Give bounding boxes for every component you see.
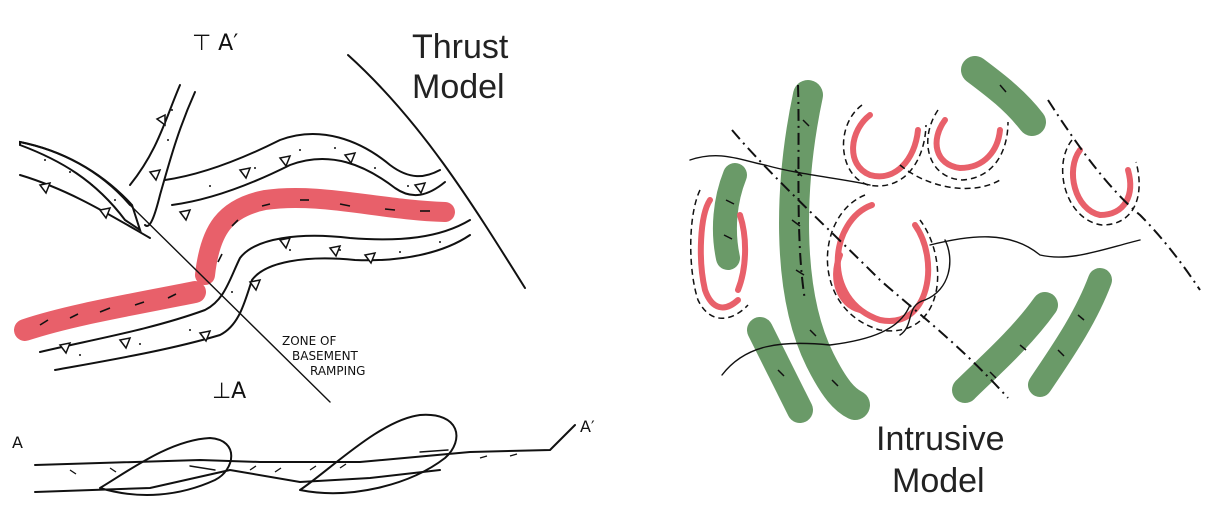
stippled-branch-north [130, 85, 180, 185]
marker-top: ⊤ A′ [192, 31, 238, 56]
section-base-line [35, 425, 575, 465]
thrust-title-line2: Model [412, 68, 505, 106]
zone-label-line2: BASEMENT [292, 349, 359, 363]
thrust-title-line1: Thrust [412, 28, 509, 66]
zone-label-line1: ZONE OF [282, 334, 336, 348]
section-lower-line [35, 470, 440, 492]
section-label-right: A′ [580, 417, 595, 436]
upper-thrust-band [165, 134, 440, 180]
intrusive-model-map: Intrusive Model [690, 70, 1200, 500]
intrusive-title-line1: Intrusive [876, 420, 1005, 458]
intrusive-contact-middle [930, 237, 1140, 257]
section-label-left: A [12, 433, 23, 452]
intrusive-contact-upper [690, 156, 870, 185]
stippled-band-upper-left [20, 142, 140, 230]
marker-bottom: ⊥A [212, 379, 246, 404]
section-thrust-sheet-1 [100, 438, 231, 495]
intrusive-title-line2: Model [892, 462, 985, 500]
green-dikes [725, 70, 1100, 410]
red-folds [701, 115, 1130, 321]
thrust-model-map: ⊤ A′ ⊥A ZONE OF BASEMENT RAMPING Thrust … [20, 28, 525, 404]
thrust-model-section: A A′ [12, 415, 595, 495]
zone-label-line3: RAMPING [310, 364, 365, 378]
